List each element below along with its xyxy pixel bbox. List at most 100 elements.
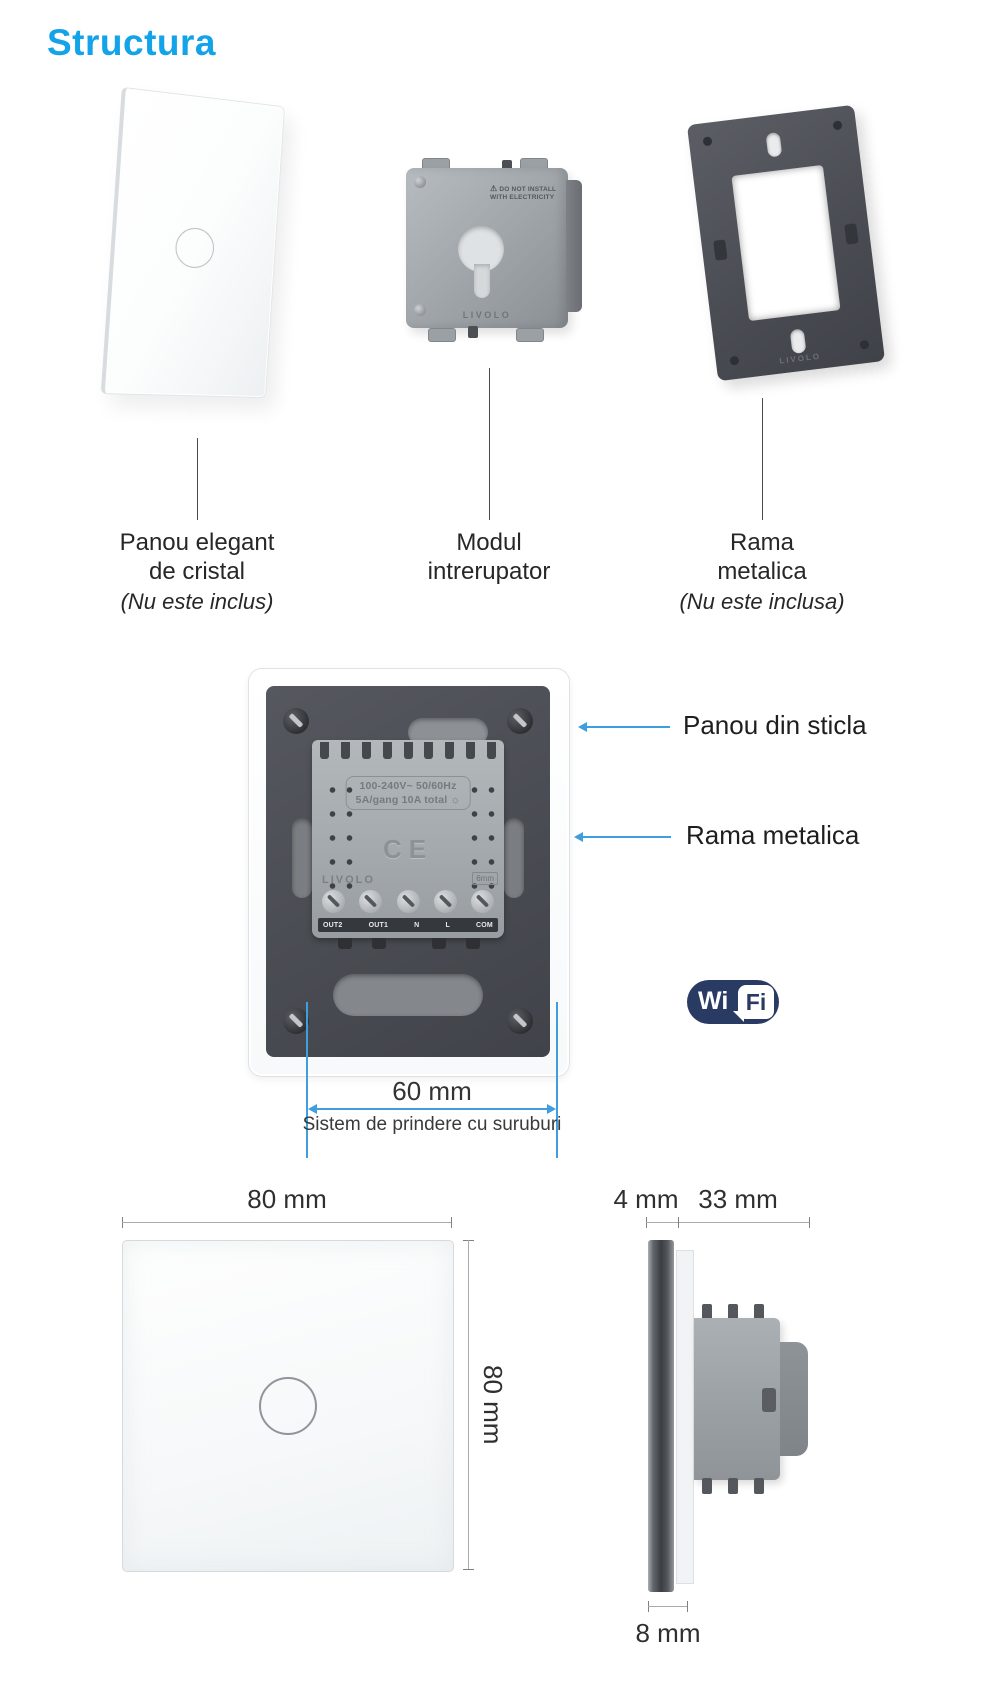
wifi-text-right: Fi bbox=[745, 989, 767, 1015]
module-body: ⚠ DO NOT INSTALL WITH ELECTRICITY LIVOLO bbox=[406, 168, 568, 328]
claw-clip bbox=[754, 1304, 764, 1320]
dimension-tick bbox=[687, 1601, 688, 1612]
connector-line bbox=[762, 398, 763, 520]
module-vent-teeth bbox=[320, 742, 496, 759]
callout-line bbox=[583, 836, 671, 838]
dimension-line-left bbox=[306, 1002, 308, 1158]
vent-holes bbox=[320, 774, 354, 892]
frame-hole bbox=[832, 120, 843, 131]
screw-icon bbox=[414, 176, 426, 188]
module-side-face bbox=[566, 180, 582, 312]
callout-glass-panel: Panou din sticla bbox=[683, 710, 867, 740]
dimension-arrow-line bbox=[317, 1108, 547, 1110]
dimension-tick bbox=[451, 1217, 452, 1228]
side-view-glass-edge bbox=[648, 1240, 674, 1592]
metal-frame-image: LIVOLO bbox=[686, 104, 886, 382]
claw-clip bbox=[754, 1478, 764, 1494]
callout-metal-frame: Rama metalica bbox=[686, 820, 860, 850]
touch-ring-outline bbox=[259, 1377, 317, 1435]
front-width-value: 80 mm bbox=[247, 1184, 327, 1214]
label-module: Modul intrerupator bbox=[427, 529, 551, 586]
terminal-screw-icon bbox=[322, 890, 345, 913]
lamp-icon: ☼ bbox=[450, 794, 461, 807]
dimension-arrowhead bbox=[547, 1104, 556, 1114]
terminal-screw-icon bbox=[396, 890, 420, 913]
claw-clip bbox=[702, 1304, 712, 1320]
terminal-screw-icon bbox=[471, 890, 494, 913]
claw-clip bbox=[432, 938, 446, 949]
terminal-screw-icon bbox=[359, 890, 383, 913]
brand-label: LIVOLO bbox=[322, 874, 375, 886]
touch-ring-outline bbox=[174, 226, 216, 270]
dimension-line bbox=[646, 1222, 810, 1223]
switch-module-image: ⚠ DO NOT INSTALL WITH ELECTRICITY LIVOLO bbox=[398, 158, 586, 342]
dimension-line bbox=[648, 1606, 688, 1607]
claw-clip bbox=[728, 1304, 738, 1320]
dimension-line bbox=[468, 1240, 469, 1570]
side-view-frame-edge bbox=[676, 1250, 694, 1584]
claw-clip bbox=[466, 938, 480, 949]
side-view-module-rear bbox=[780, 1342, 808, 1456]
dimension-line-right bbox=[556, 1002, 558, 1158]
warning-text: ⚠ DO NOT INSTALL WITH ELECTRICITY bbox=[490, 184, 557, 202]
rating-label: 100-240V~ 50/60Hz 5A/gang 10A total ☼ bbox=[345, 776, 471, 811]
frame-notch bbox=[713, 239, 728, 261]
wifi-badge: Wi Fi bbox=[687, 980, 779, 1024]
glass-panel-image bbox=[100, 86, 285, 399]
mounting-slot-bottom bbox=[333, 974, 483, 1016]
brand-label: LIVOLO bbox=[462, 310, 512, 320]
mounting-slot-left bbox=[292, 818, 312, 898]
claw-clip bbox=[468, 326, 478, 338]
dimension-tick bbox=[463, 1569, 474, 1570]
dimension-line bbox=[122, 1222, 452, 1223]
frame-notch bbox=[844, 223, 859, 245]
front-height-value: 80 mm bbox=[478, 1365, 508, 1445]
front-panel-drawing bbox=[122, 1240, 454, 1572]
mounting-tab bbox=[428, 328, 456, 342]
screw-slot bbox=[765, 131, 783, 158]
ce-mark: CE bbox=[382, 834, 434, 864]
glass-thickness-value: 4 mm bbox=[613, 1184, 679, 1214]
callout-arrowhead bbox=[578, 722, 587, 732]
terminal-screws bbox=[322, 890, 494, 913]
mounting-tab bbox=[516, 328, 544, 342]
strip-gauge-label: 6mm bbox=[472, 872, 498, 885]
keyhole-slot bbox=[474, 264, 490, 298]
frame-hole bbox=[702, 136, 713, 147]
screw-spacing-value: 60 mm bbox=[392, 1076, 472, 1106]
screw-icon bbox=[414, 304, 426, 316]
corner-screw-icon bbox=[283, 708, 309, 734]
corner-screw-icon bbox=[283, 1008, 309, 1034]
callout-line bbox=[587, 726, 670, 728]
dimension-tick bbox=[678, 1217, 679, 1228]
claw-clip bbox=[502, 160, 512, 172]
claw-clip bbox=[702, 1478, 712, 1494]
callout-arrowhead bbox=[574, 832, 583, 842]
dimension-arrowhead bbox=[308, 1104, 317, 1114]
claw-clip bbox=[338, 938, 352, 949]
module-depth-value: 33 mm bbox=[698, 1184, 778, 1214]
mounting-slot-right bbox=[504, 818, 524, 898]
wifi-bubble-tail bbox=[733, 1011, 744, 1022]
connector-line bbox=[489, 368, 490, 520]
page-title: Structura bbox=[47, 22, 216, 63]
screw-slot bbox=[789, 328, 807, 355]
warning-triangle-icon: ⚠ bbox=[490, 184, 498, 193]
claw-clip bbox=[372, 938, 386, 949]
label-glass-panel: Panou elegant de cristal (Nu este inclus… bbox=[119, 529, 275, 614]
wifi-bubble: Fi bbox=[738, 985, 774, 1019]
side-view-slot bbox=[762, 1388, 776, 1412]
connector-line bbox=[197, 438, 198, 520]
label-metal-frame: Rama metalica (Nu este inclusa) bbox=[679, 529, 845, 614]
panel-thickness-value: 8 mm bbox=[635, 1618, 701, 1648]
dimension-tick bbox=[809, 1217, 810, 1228]
corner-screw-icon bbox=[507, 708, 533, 734]
screw-spacing-caption: Sistem de prindere cu suruburi bbox=[302, 1114, 562, 1135]
terminal-labels: OUT2 OUT1 N L COM bbox=[318, 918, 498, 932]
claw-clip bbox=[728, 1478, 738, 1494]
wifi-text-left: Wi bbox=[698, 987, 729, 1015]
frame-opening bbox=[731, 164, 841, 322]
back-view-module: 100-240V~ 50/60Hz 5A/gang 10A total ☼ CE… bbox=[312, 740, 504, 938]
terminal-screw-icon bbox=[433, 890, 457, 913]
